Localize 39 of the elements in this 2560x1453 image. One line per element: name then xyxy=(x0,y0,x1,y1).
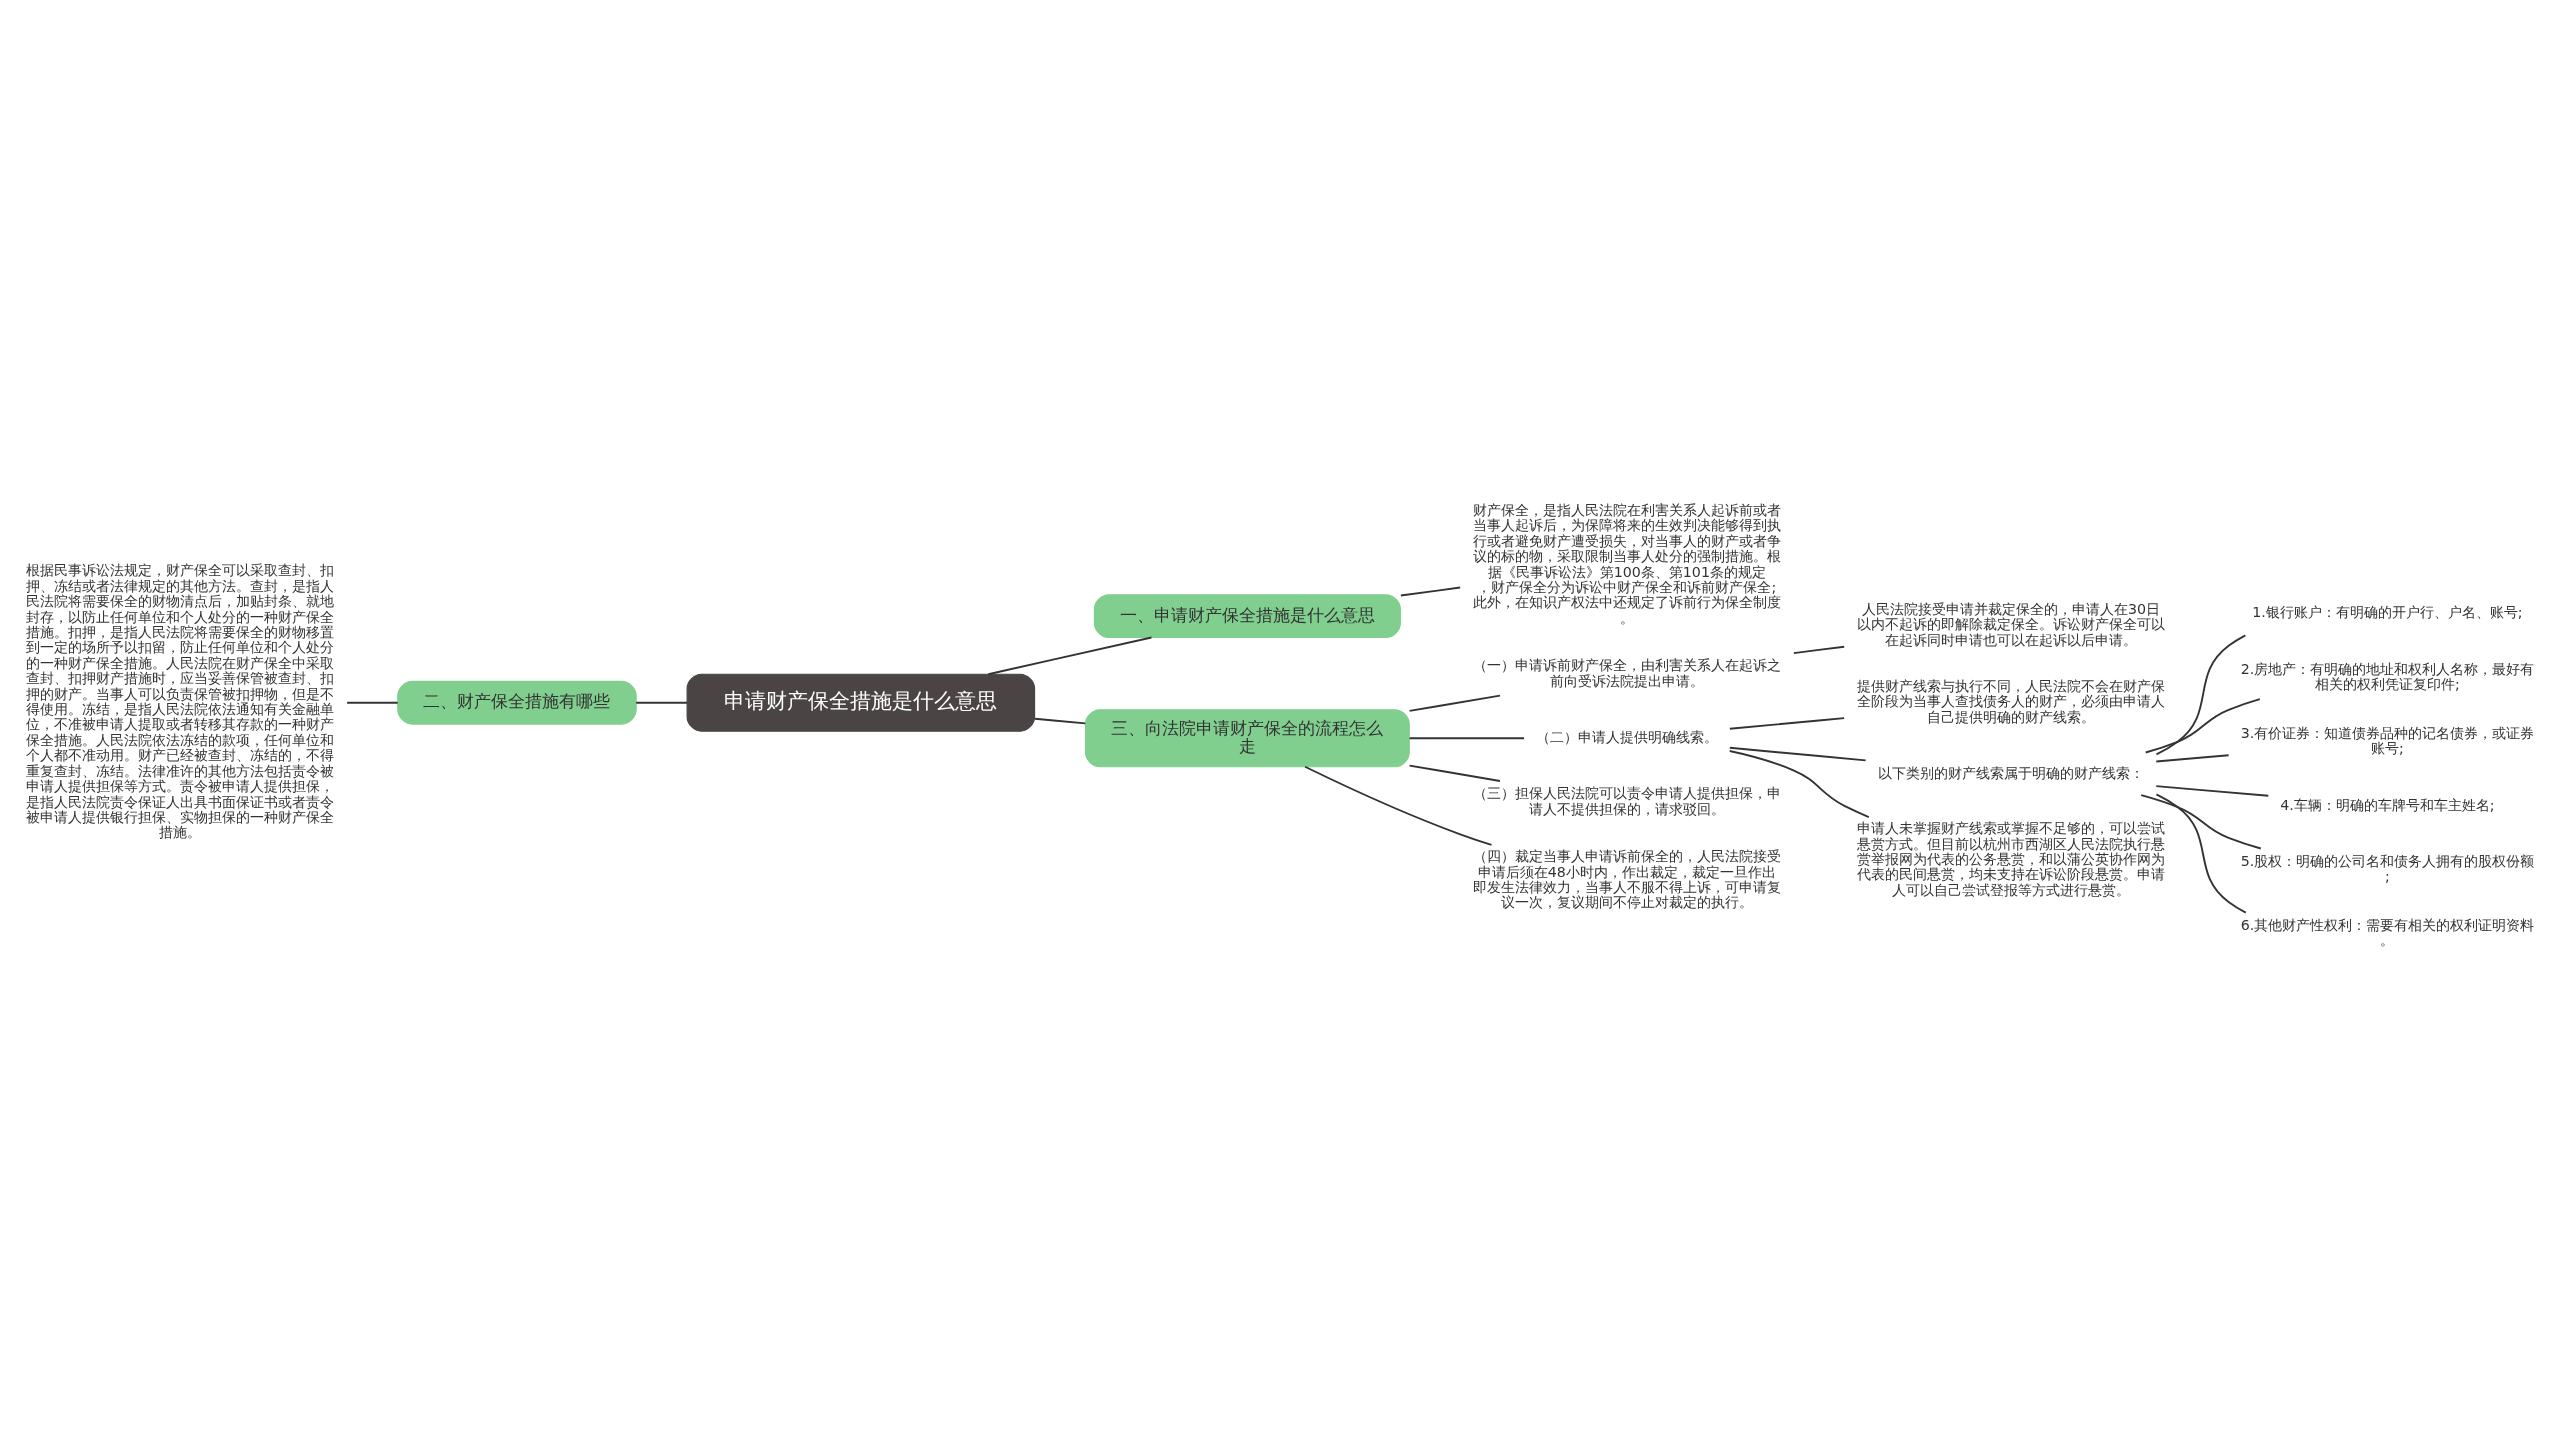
node-text: 4.车辆：明确的车牌号和车主姓名; xyxy=(2280,796,2495,813)
node-text: （四）裁定当事人申请诉前保全的，人民法院接受申请后须在48小时内，作出裁定，裁定一旦作出即发生法律效力，当事人不服不得上诉，可申请复议一次，复议期间不停止对裁定的执行。 xyxy=(1472,847,1781,910)
node-text: （一）申请诉前财产保全，由利害关系人在起诉之前向受诉法院提出申请。 xyxy=(1472,656,1781,689)
connector xyxy=(2144,697,2261,753)
node-text: （三）担保人民法院可以责令申请人提供担保，申请人不提供担保的，请求驳回。 xyxy=(1472,784,1781,817)
node-text: 申请人未掌握财产线索或掌握不足够的，可以尝试悬赏方式。但目前以杭州市西湖区人民法院执行悬赏举报网为代表的公务悬赏，和以蒲公英协作网为代表的民间悬赏，均未支持在诉讼阶段悬赏。申请人可以自己尝试登报等方式进行悬赏。 xyxy=(1857,819,2166,898)
connector xyxy=(1408,764,1501,782)
connector xyxy=(2155,633,2247,755)
connector xyxy=(346,701,399,704)
connector xyxy=(2155,792,2247,913)
node-box: 一、申请财产保全措施是什么意思 xyxy=(1093,593,1401,638)
connector xyxy=(1408,694,1501,712)
node-text: 财产保全，是指人民法院在利害关系人起诉前或者当事人起诉后，为保障将来的生效判决能够得到执行或者避免财产遭受损失，对当事人的财产或者争议的标的物，采取限制当事人处分的强制措施。根据《民事诉讼法》第100条、第101条的规定，财产保全分为诉讼中财产保全和诉前财产保全;此外，在知识产权法中还规定了诉前行为保全制度。 xyxy=(1472,501,1781,626)
node-text: 1.银行账户：有明确的开户行、户名、账号; xyxy=(2252,603,2523,620)
node-text: 提供财产线索与执行不同，人民法院不会在财产保全阶段为当事人查找债务人的财产，必须由申请人自己提供明确的财产线索。 xyxy=(1857,677,2166,725)
node-text: 人民法院接受申请并裁定保全的，申请人在30日以内不起诉的即解除裁定保全。诉讼财产保全可以在起诉同时申请也可以在起诉以后申请。 xyxy=(1857,600,2166,648)
node-box: 申请财产保全措施是什么意思 xyxy=(686,673,1036,732)
connector xyxy=(2140,793,2262,849)
node-box: 二、财产保全措施有哪些 xyxy=(397,680,637,725)
connector xyxy=(2155,753,2230,762)
connector xyxy=(1034,717,1087,724)
connector xyxy=(1792,645,1846,654)
node-text: 3.有价证券：知道债券品种的记名债券，或证券账号; xyxy=(2240,724,2535,756)
connector xyxy=(1304,765,1493,846)
node-box: 三、向法院申请财产保全的流程怎么走 xyxy=(1084,708,1410,767)
connector xyxy=(1728,746,1867,761)
connector xyxy=(635,701,689,704)
node-text: 2.房地产：有明确的地址和权利人名称，最好有相关的权利凭证复印件; xyxy=(2240,660,2535,692)
node-text: （二）申请人提供明确线索。 xyxy=(1535,728,1718,745)
node-text: 5.股权：明确的公司名和债务人拥有的股权份额; xyxy=(2240,852,2535,884)
connector xyxy=(1408,736,1525,739)
node-text: 以下类别的财产线索属于明确的财产线索： xyxy=(1878,764,2145,781)
node-text: 根据民事诉讼法规定，财产保全可以采取查封、扣押、冻结或者法律规定的其他方法。查封，是指人民法院将需要保全的财物清点后，加贴封条、就地封存，以防止任何单位和个人处分的一种财产保全措施。扣押，是指人民法院将需要保全的财物移置到一定的场所予以扣留，防止任何单位和个人处分的一种财产保全措施。人民法院在财产保全中采取查封、扣押财产措施时，应当妥善保管被查封、扣押的财产。当事人可以负责保管被扣押物，但是不得使用。冻结，是指人民法院依法通知有关金融单位，不准被申请人提取或者转移其存款的一种财产保全措施。人民法院依法冻结的款项，任何单位和个人都不准动用。财产已经被查封、冻结的，不得重复查封、冻结。法律准许的其他方法包括责令被申请人提供担保等方式。责令被申请人提供担保，是指人民法院责令保证人出具书面保证书或者责令被申请人提供银行担保、实物担保的一种财产保全措施。 xyxy=(26,561,335,840)
connector xyxy=(987,636,1153,675)
connector xyxy=(1728,716,1846,730)
connector xyxy=(1399,586,1462,596)
connector xyxy=(2155,784,2270,797)
node-text: 6.其他财产性权利：需要有相关的权利证明资料。 xyxy=(2240,916,2535,948)
connector xyxy=(1728,749,1870,818)
